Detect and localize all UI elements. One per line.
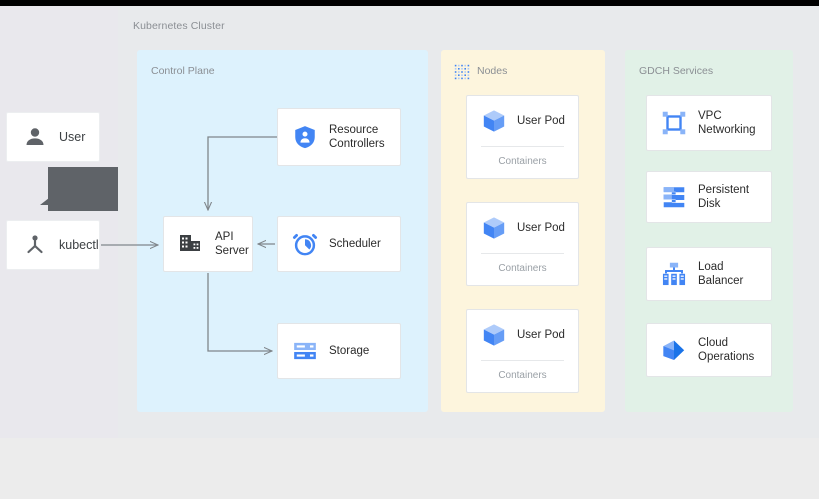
pod-sublabel: Containers xyxy=(498,370,547,381)
pod-label: User Pod xyxy=(517,115,565,127)
service-label-load-balancer: Load Balancer xyxy=(698,261,744,287)
alarm-clock-icon xyxy=(292,231,318,257)
pod-divider xyxy=(481,146,564,147)
service-card-load-balancer[interactable]: Load Balancer xyxy=(646,247,772,301)
pod-header: User Pod xyxy=(467,203,578,253)
cluster-title: Kubernetes Cluster xyxy=(133,20,225,32)
pod-sublabel: Containers xyxy=(498,263,547,274)
card-api-server[interactable]: API Server xyxy=(163,216,253,272)
card-label-resource-controllers: Resource Controllers xyxy=(329,124,385,150)
pod-divider xyxy=(481,360,564,361)
top-black-bar xyxy=(0,0,819,6)
cube-icon xyxy=(481,215,507,241)
control-plane-label: Control Plane xyxy=(151,65,215,77)
card-resource-controllers[interactable]: Resource Controllers xyxy=(277,108,401,166)
pod-header: User Pod xyxy=(467,96,578,146)
load-balancer-icon xyxy=(661,261,687,287)
shield-person-icon xyxy=(292,124,318,150)
hierarchy-icon xyxy=(23,233,47,257)
actor-label-kubectl: kubectl xyxy=(59,238,99,252)
vpc-network-icon xyxy=(661,110,687,136)
service-card-cloud-operations[interactable]: Cloud Operations xyxy=(646,323,772,377)
card-storage[interactable]: Storage xyxy=(277,323,401,379)
service-label-persistent-disk: Persistent Disk xyxy=(698,184,750,210)
cube-icon xyxy=(481,322,507,348)
building-icon xyxy=(178,231,204,257)
service-label-cloud-operations: Cloud Operations xyxy=(698,337,755,363)
card-scheduler[interactable]: Scheduler xyxy=(277,216,401,272)
person-icon xyxy=(23,125,47,149)
card-label-api-server: API Server xyxy=(215,231,249,257)
pod-label: User Pod xyxy=(517,222,565,234)
card-label-scheduler: Scheduler xyxy=(329,238,381,250)
pod-sublabel: Containers xyxy=(498,156,547,167)
pod-card-user-pod-2[interactable]: User Pod Containers xyxy=(466,202,579,286)
tooltip-callout-tail xyxy=(40,198,49,205)
service-card-vpc-networking[interactable]: VPC Networking xyxy=(646,95,772,151)
gdch-services-label: GDCH Services xyxy=(639,65,714,77)
tooltip-callout xyxy=(48,167,118,211)
persistent-disk-icon xyxy=(661,184,687,210)
nodes-label: Nodes xyxy=(477,65,508,77)
dot-grid-icon xyxy=(454,64,470,80)
pod-divider xyxy=(481,253,564,254)
actor-label-user: User xyxy=(59,130,86,144)
actor-card-kubectl[interactable]: kubectl xyxy=(6,220,100,270)
pod-label: User Pod xyxy=(517,329,565,341)
card-label-storage: Storage xyxy=(329,345,370,357)
service-label-vpc-networking: VPC Networking xyxy=(698,110,756,136)
actor-card-user[interactable]: User xyxy=(6,112,100,162)
cube-icon xyxy=(481,108,507,134)
pod-card-user-pod-1[interactable]: User Pod Containers xyxy=(466,95,579,179)
storage-icon xyxy=(292,338,318,364)
service-card-persistent-disk[interactable]: Persistent Disk xyxy=(646,171,772,223)
pod-card-user-pod-3[interactable]: User Pod Containers xyxy=(466,309,579,393)
pod-header: User Pod xyxy=(467,310,578,360)
cloud-operations-icon xyxy=(661,337,687,363)
